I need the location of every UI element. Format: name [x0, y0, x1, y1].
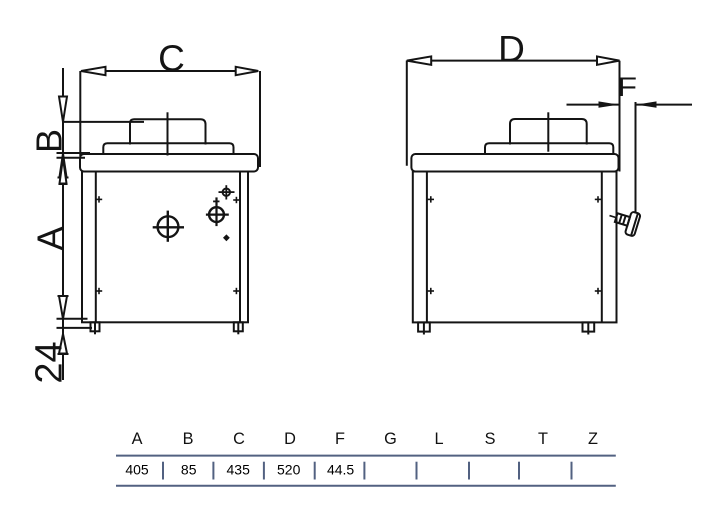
svg-text:L: L [434, 430, 443, 448]
svg-text:S: S [485, 430, 496, 448]
svg-text:435: 435 [227, 462, 251, 478]
svg-text:85: 85 [181, 462, 197, 478]
svg-text:D: D [284, 430, 296, 448]
svg-text:Z: Z [588, 430, 598, 448]
svg-text:C: C [233, 430, 245, 448]
svg-text:520: 520 [277, 462, 301, 478]
svg-text:D: D [498, 29, 525, 70]
svg-text:B: B [183, 430, 194, 448]
svg-text:A: A [132, 430, 143, 448]
svg-text:F: F [335, 430, 345, 448]
svg-text:24: 24 [29, 341, 71, 383]
svg-text:405: 405 [125, 462, 149, 478]
svg-text:B: B [29, 129, 70, 153]
svg-text:C: C [158, 38, 185, 79]
svg-text:44.5: 44.5 [327, 462, 354, 478]
svg-text:F: F [617, 72, 637, 102]
svg-text:A: A [30, 226, 71, 250]
svg-text:G: G [384, 430, 397, 448]
svg-text:T: T [538, 430, 548, 448]
